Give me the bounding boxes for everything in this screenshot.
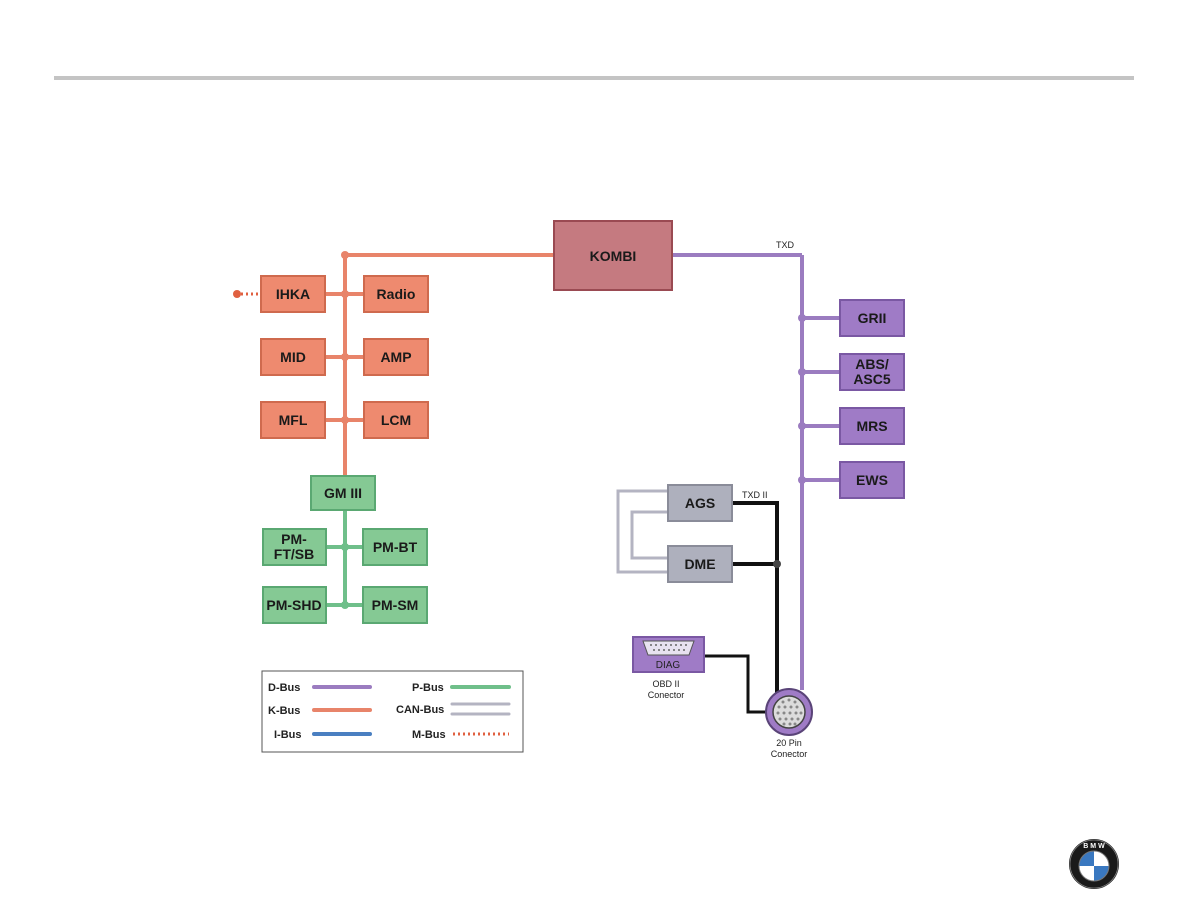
ags-module[interactable]: AGS — [667, 484, 733, 522]
mfl-label: MFL — [279, 412, 308, 428]
abs-label-2: ASC5 — [853, 371, 891, 387]
pm-bt-label: PM-BT — [373, 539, 418, 555]
legend-d-bus: D-Bus — [268, 682, 300, 694]
obd-caption-1: OBD II — [652, 679, 679, 689]
k-bus-nodes — [341, 251, 349, 424]
obd2-connector[interactable]: DIAG — [632, 636, 705, 673]
pm-ftsb-label-2: FT/SB — [274, 546, 314, 562]
legend-i-bus: I-Bus — [274, 729, 302, 741]
kombi-label: KOMBI — [590, 248, 637, 264]
gm3-label: GM III — [324, 485, 362, 501]
legend-p-bus: P-Bus — [412, 682, 444, 694]
pm-shd-label: PM-SHD — [266, 597, 321, 613]
p-bus-lines — [326, 510, 364, 607]
txd2-lines — [732, 501, 779, 700]
pm-bt-module[interactable]: PM-BT — [362, 528, 428, 566]
bmw-logo: B M W — [1069, 839, 1119, 889]
pm-sm-label: PM-SM — [372, 597, 419, 613]
grii-module[interactable]: GRII — [839, 299, 905, 337]
ews-label: EWS — [856, 472, 888, 488]
pm-shd-module[interactable]: PM-SHD — [262, 586, 327, 624]
gm3-module[interactable]: GM III — [310, 475, 376, 511]
legend: D-Bus K-Bus I-Bus P-Bus CAN-Bus M-Bus — [261, 670, 524, 753]
k-bus-lines — [318, 253, 555, 478]
amp-module[interactable]: AMP — [363, 338, 429, 376]
pm-ftsb-label-1: PM- — [281, 531, 307, 547]
pm-sm-module[interactable]: PM-SM — [362, 586, 428, 624]
legend-m-bus: M-Bus — [412, 729, 446, 741]
diag-line — [704, 654, 770, 714]
pin-caption-1: 20 Pin — [776, 738, 802, 748]
can-bus-lines — [616, 489, 668, 574]
mid-label: MID — [280, 349, 306, 365]
amp-label: AMP — [380, 349, 411, 365]
mrs-module[interactable]: MRS — [839, 407, 905, 445]
ags-label: AGS — [685, 495, 715, 511]
mrs-label: MRS — [856, 418, 887, 434]
dme-label: DME — [684, 556, 715, 572]
diag-label: DIAG — [656, 660, 681, 671]
txd-label: TXD — [776, 240, 795, 250]
abs-asc5-module[interactable]: ABS/ ASC5 — [839, 353, 905, 391]
txd2-node — [773, 560, 781, 568]
legend-k-bus: K-Bus — [268, 705, 300, 717]
d-bus-nodes — [798, 314, 806, 484]
pm-ftsb-module[interactable]: PM- FT/SB — [262, 528, 327, 566]
ews-module[interactable]: EWS — [839, 461, 905, 499]
lcm-module[interactable]: LCM — [363, 401, 429, 439]
ihka-label: IHKA — [276, 286, 310, 302]
pin-caption-2: Conector — [771, 749, 808, 759]
lcm-label: LCM — [381, 412, 411, 428]
txd2-label: TXD II — [742, 490, 768, 500]
bmw-logo-text: B M W — [1083, 843, 1105, 850]
radio-label: Radio — [377, 286, 416, 302]
header-divider — [54, 76, 1134, 80]
ihka-module[interactable]: IHKA — [260, 275, 326, 313]
grii-label: GRII — [858, 310, 887, 326]
kombi-box[interactable] — [553, 220, 673, 291]
p-bus-nodes — [341, 543, 349, 609]
legend-can-bus: CAN-Bus — [396, 704, 444, 716]
dme-module[interactable]: DME — [667, 545, 733, 583]
mfl-module[interactable]: MFL — [260, 401, 326, 439]
radio-module[interactable]: Radio — [363, 275, 429, 313]
twenty-pin-connector[interactable] — [765, 688, 813, 736]
d-bus-lines — [672, 253, 840, 690]
obd-caption-2: Conector — [648, 690, 685, 700]
mid-module[interactable]: MID — [260, 338, 326, 376]
m-bus-stub — [233, 290, 261, 298]
abs-label-1: ABS/ — [855, 356, 889, 372]
